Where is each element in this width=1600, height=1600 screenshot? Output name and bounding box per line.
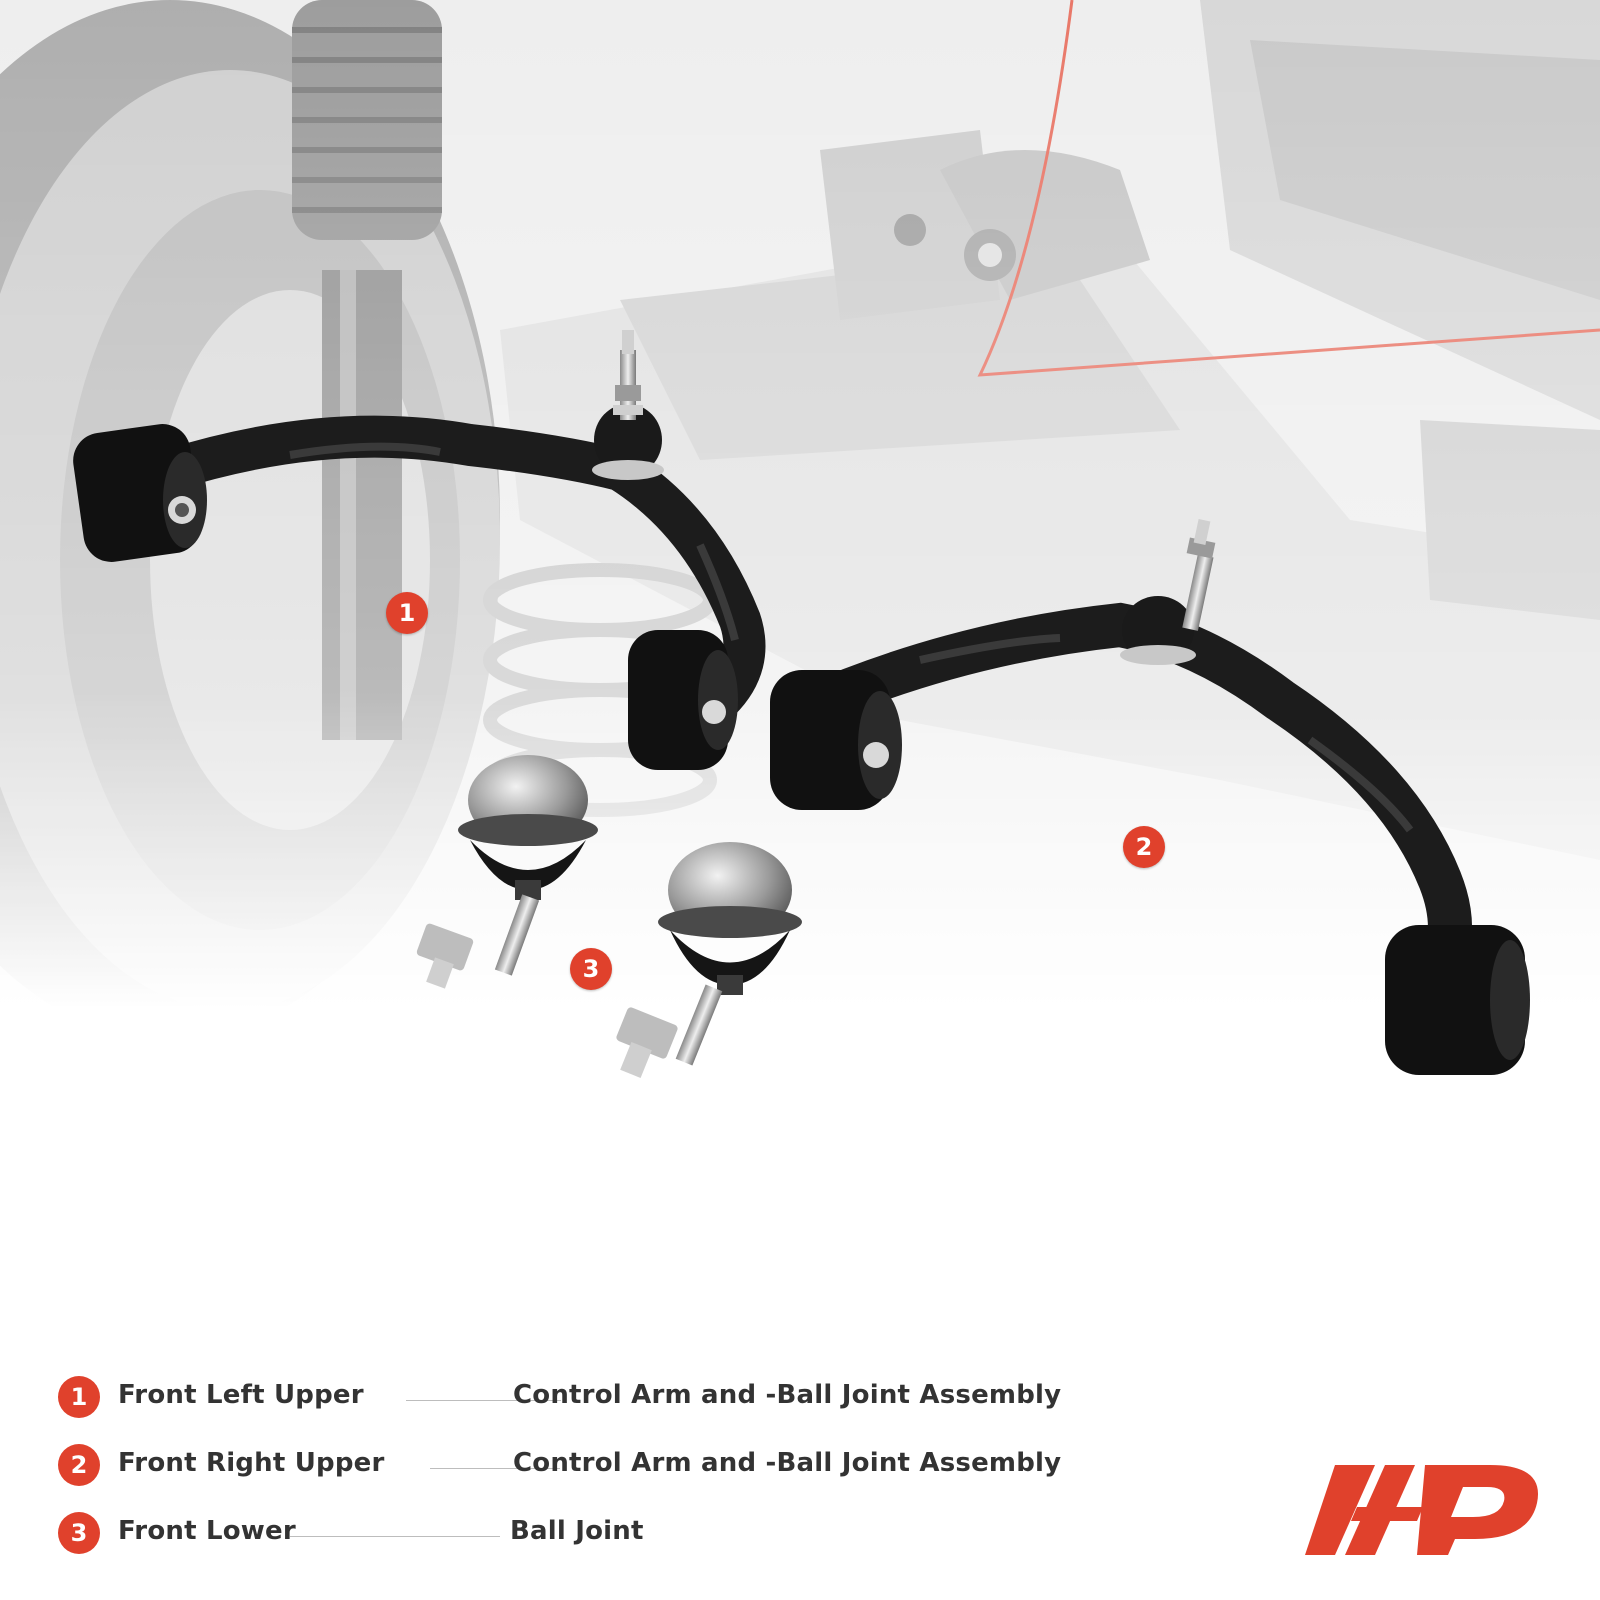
- legend-number-3: 3: [58, 1512, 100, 1554]
- legend-description-3: Ball Joint: [510, 1516, 644, 1546]
- legend-row-1: 1 Front Left Upper Control Arm and -Ball…: [58, 1372, 1062, 1422]
- legend-description-1: Control Arm and -Ball Joint Assembly: [513, 1380, 1062, 1410]
- legend-part-2: Front Right Upper: [118, 1448, 385, 1478]
- marker-3: 3: [570, 948, 612, 990]
- legend-leader-line-3: [290, 1536, 500, 1537]
- marker-2: 2: [1123, 826, 1165, 868]
- control-arm-left: [73, 330, 766, 770]
- lower-ball-joint-a: [416, 755, 598, 989]
- legend-description-2: Control Arm and -Ball Joint Assembly: [513, 1448, 1062, 1478]
- bushing-right-front: [770, 670, 902, 810]
- bushing-right-rear: [1385, 925, 1530, 1075]
- legend-number-2: 2: [58, 1444, 100, 1486]
- lower-ball-joint-b: [616, 842, 802, 1079]
- legend-leader-line-2: [430, 1468, 560, 1469]
- ball-joint-right-upper: [1120, 519, 1216, 665]
- marker-1: 1: [386, 592, 428, 634]
- legend-row-3: 3 Front Lower Ball Joint: [58, 1508, 1058, 1558]
- legend-part-3: Front Lower: [118, 1516, 296, 1546]
- legend-number-1: 1: [58, 1376, 100, 1418]
- chassis-background: [0, 0, 1600, 1260]
- legend-leader-line-1: [406, 1400, 561, 1401]
- bushing-left-front: [73, 424, 207, 562]
- brand-logo-icon: [1305, 1465, 1539, 1555]
- ball-joint-left-upper: [592, 330, 664, 480]
- bushing-left-rear: [628, 630, 738, 770]
- legend-part-1: Front Left Upper: [118, 1380, 364, 1410]
- legend-row-2: 2 Front Right Upper Control Arm and -Bal…: [58, 1440, 1062, 1490]
- control-arm-right: [770, 519, 1530, 1075]
